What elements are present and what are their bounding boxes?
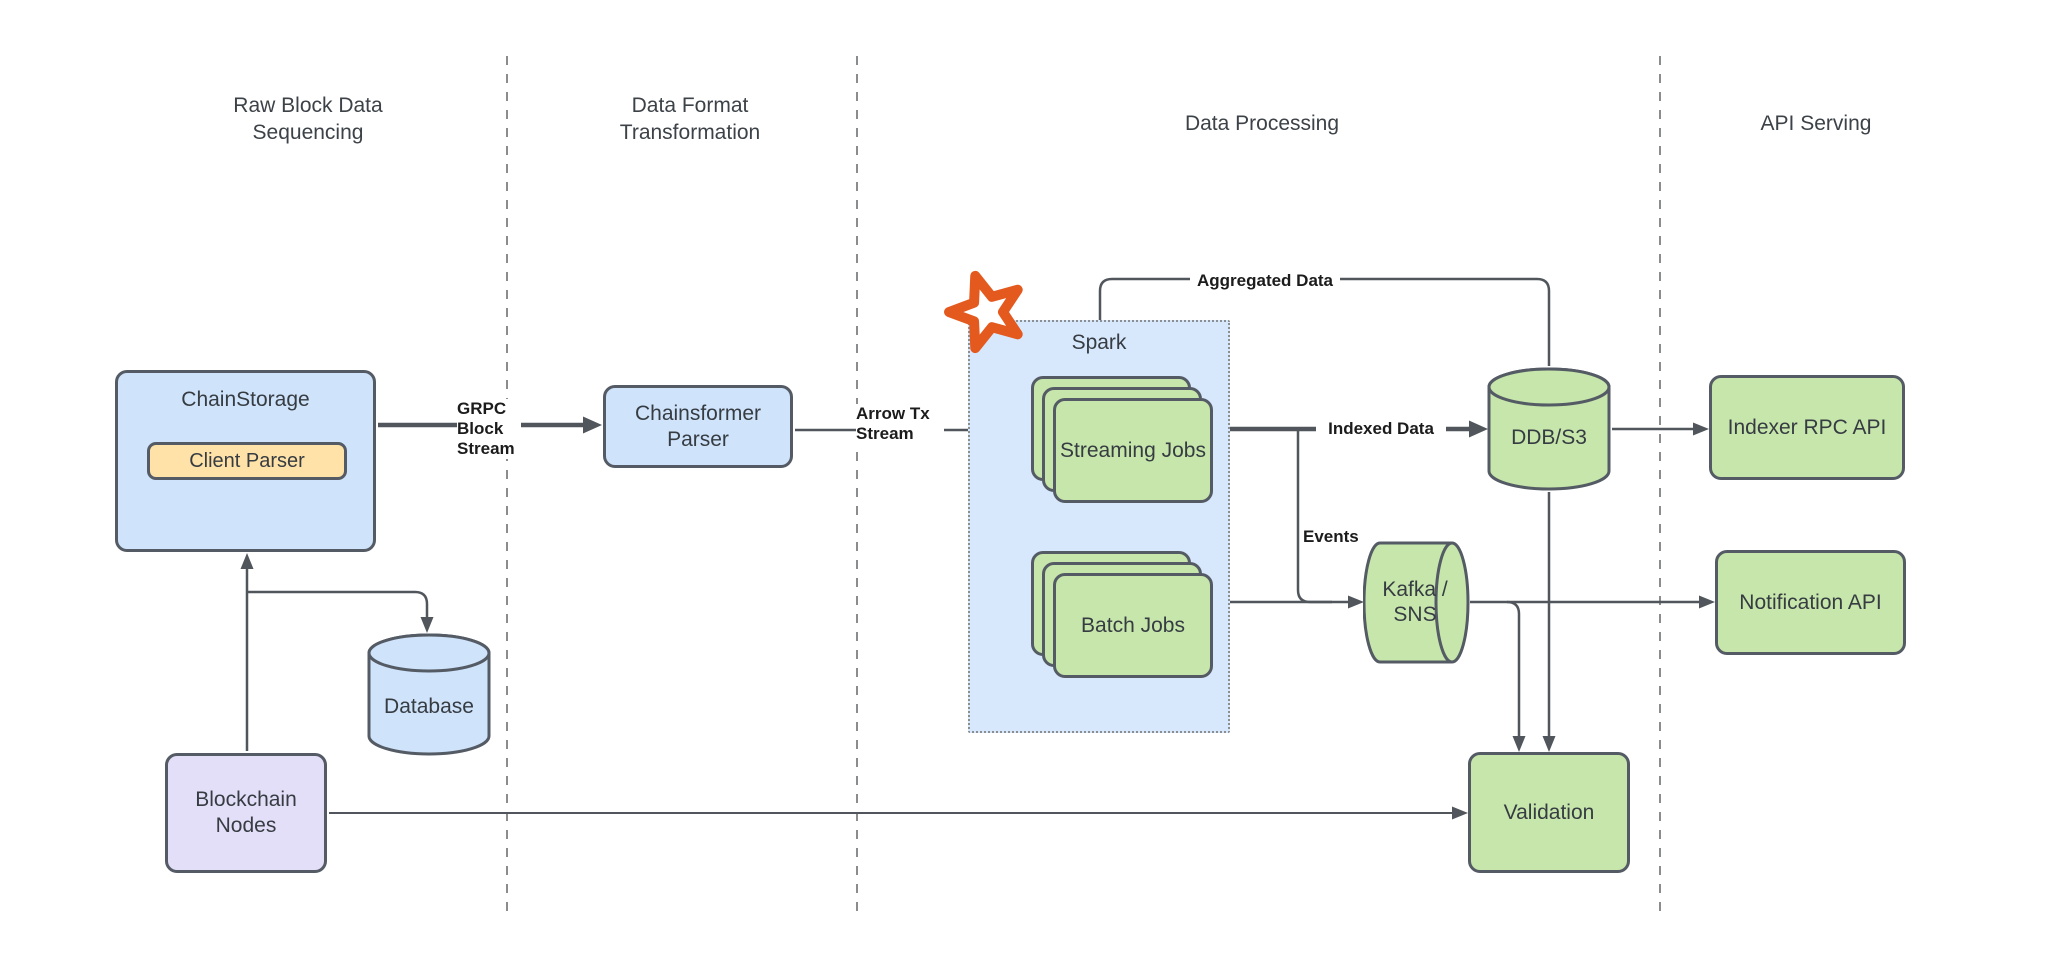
chainsformer-parser-label: Chainsformer Parser	[634, 401, 762, 451]
section-header-api-serving: API Serving	[1760, 112, 1872, 135]
edge-chainstorage-to-database	[247, 590, 434, 633]
indexer-rpc-api-label: Indexer RPC API	[1727, 415, 1887, 439]
section-header-data-format-transformation: Data Format Transformation	[619, 94, 761, 144]
edge-nodes-to-validation	[329, 806, 1468, 820]
validation-node: Validation	[1468, 752, 1630, 873]
edge-kafka-to-notification	[1470, 595, 1715, 609]
batch-jobs-label: Batch Jobs	[1081, 613, 1185, 637]
edge-ddb-to-validation	[1542, 492, 1556, 752]
star-icon	[944, 270, 1023, 354]
blockchain-nodes-node: Blockchain Nodes	[165, 753, 327, 873]
edge-batch-to-kafka	[1214, 595, 1364, 609]
chainsformer-parser-node: Chainsformer Parser	[603, 385, 793, 468]
database-cylinder	[367, 633, 491, 756]
streaming-jobs-label: Streaming Jobs	[1060, 438, 1206, 462]
events-edge-label: Events	[1300, 527, 1362, 547]
kafka-sns-cylinder	[1363, 541, 1470, 664]
grpc-block-stream-edge-label: GRPC Block Stream	[457, 399, 521, 459]
client-parser-node: Client Parser	[147, 442, 347, 480]
edge-nodes-to-chainstorage	[240, 553, 254, 751]
notification-api-node: Notification API	[1715, 550, 1906, 655]
batch-jobs-node: Batch Jobs	[1053, 573, 1213, 678]
arrow-tx-stream-edge-label: Arrow Tx Stream	[856, 404, 944, 444]
aggregated-data-edge-label: Aggregated Data	[1190, 271, 1340, 291]
client-parser-label: Client Parser	[189, 450, 305, 472]
ddb-s3-cylinder	[1487, 367, 1611, 491]
indexed-data-edge-label: Indexed Data	[1316, 419, 1446, 439]
indexer-rpc-api-node: Indexer RPC API	[1709, 375, 1905, 480]
edge-events-branch	[1296, 431, 1332, 604]
kafka-sns-label: Kafka / SNS	[1382, 578, 1448, 626]
edge-kafka-to-validation	[1506, 600, 1526, 752]
chainstorage-label: ChainStorage	[181, 388, 310, 411]
section-header-raw-block-data-sequencing: Raw Block Data Sequencing	[233, 94, 383, 144]
notification-api-label: Notification API	[1739, 590, 1882, 614]
spark-label: Spark	[1071, 331, 1127, 354]
ddb-s3-label: DDB/S3	[1511, 426, 1587, 449]
database-label: Database	[384, 695, 474, 718]
validation-label: Validation	[1503, 800, 1595, 824]
section-header-data-processing: Data Processing	[1184, 112, 1340, 135]
streaming-jobs-node: Streaming Jobs	[1053, 398, 1213, 503]
edge-ddb-to-indexer	[1612, 422, 1709, 436]
blockchain-nodes-label: Blockchain Nodes	[195, 788, 297, 837]
